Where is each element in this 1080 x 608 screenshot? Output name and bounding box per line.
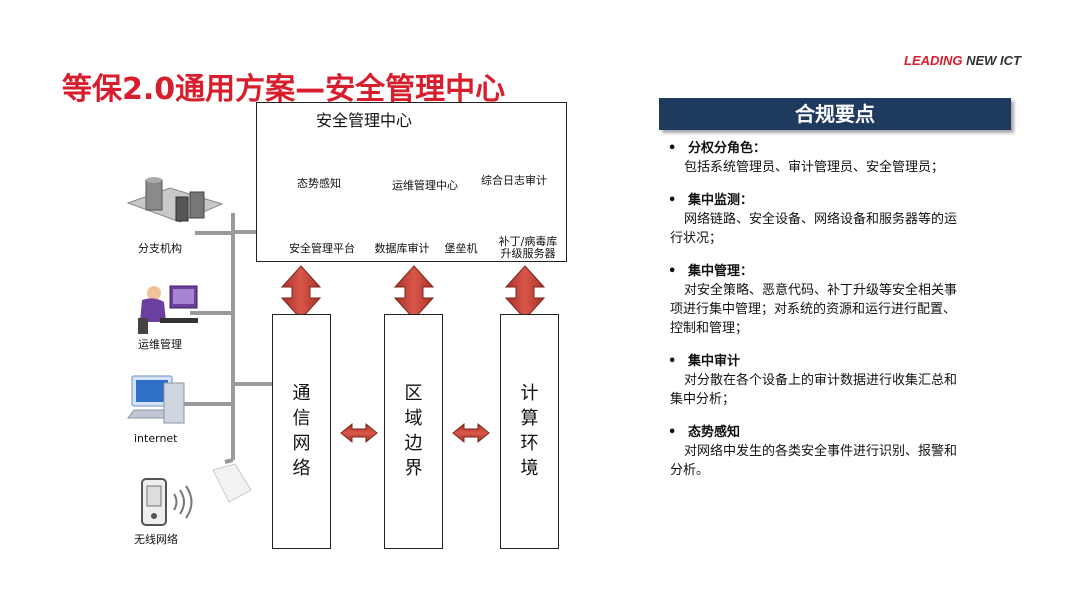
brand-rest: NEW ICT (962, 53, 1021, 68)
requirement-line: 对安全策略、恶意代码、补丁升级等安全相关事 (684, 283, 958, 298)
requirement-item: • 分权分角色： 包括系统管理员、审计管理员、安全管理员； (668, 140, 1008, 177)
node-label-wireless: 无线网络 (134, 533, 178, 546)
bullet: • (668, 354, 677, 369)
horizontal-arrow-2 (452, 422, 490, 444)
bullet: • (668, 264, 677, 279)
icon-label-database-audit: 数据库审计 (374, 242, 430, 255)
vertical-arrow-1 (280, 265, 322, 320)
node-label-branch: 分支机构 (138, 242, 182, 255)
column-computing-environment (500, 314, 559, 549)
column-communication-network-text: 通 信 网 络 (272, 381, 331, 481)
requirement-line: 控制和管理； (670, 321, 749, 336)
vertical-arrow-3 (504, 265, 546, 320)
vertical-arrow-2 (393, 265, 435, 320)
requirement-item: • 集中管理： 对安全策略、恶意代码、补丁升级等安全相关事 项进行集中管理；对系统… (668, 263, 1008, 338)
page-title: 等保2.0通用方案—安全管理中心 (62, 72, 506, 107)
column-area-boundary (384, 314, 443, 549)
node-label-ops: 运维管理 (138, 338, 182, 351)
column-char: 境 (520, 458, 539, 479)
node-label-internet: internet (134, 432, 178, 445)
icon-label-management-platform: 安全管理平台 (289, 242, 355, 255)
requirement-title: 分权分角色： (688, 141, 767, 156)
requirement-line: 包括系统管理员、审计管理员、安全管理员； (684, 160, 945, 175)
requirement-title: 集中审计 (688, 354, 741, 369)
column-communication-network (272, 314, 331, 549)
requirement-item: • 集中审计 对分散在各个设备上的审计数据进行收集汇总和 集中分析； (668, 353, 1008, 409)
security-management-center-box (256, 102, 567, 262)
column-char: 计 (520, 383, 539, 404)
column-computing-environment-text: 计 算 环 境 (500, 381, 559, 481)
column-char: 通 (292, 383, 311, 404)
requirement-line: 对网络中发生的各类安全事件进行识别、报警和 (684, 444, 958, 459)
icon-label-ops-center: 运维管理中心 (392, 179, 458, 192)
requirement-item: • 态势感知 对网络中发生的各类安全事件进行识别、报警和 分析。 (668, 424, 1008, 480)
column-char: 界 (404, 458, 423, 479)
requirement-title: 态势感知 (688, 425, 741, 440)
brand-lead: LEADING (904, 53, 963, 68)
requirements-header: 合规要点 (659, 98, 1011, 130)
requirement-line: 对分散在各个设备上的审计数据进行收集汇总和 (684, 373, 958, 388)
column-char: 络 (292, 458, 311, 479)
network-bus (180, 213, 272, 464)
icon-label-bastion-host: 堡垒机 (444, 242, 478, 255)
internet-computer-icon (127, 375, 185, 424)
column-area-boundary-text: 区 域 边 界 (384, 381, 443, 481)
requirement-title: 集中管理： (688, 264, 754, 279)
column-char: 算 (520, 408, 539, 429)
requirement-line: 行状况； (670, 231, 723, 246)
icon-label-situation-awareness: 态势感知 (297, 177, 341, 190)
operator-workstation-icon (138, 285, 198, 334)
requirement-line: 分析。 (670, 463, 710, 478)
requirement-line: 项进行集中管理；对系统的资源和运行进行配置、 (670, 302, 957, 317)
requirement-line: 集中分析； (670, 392, 736, 407)
wireless-phone-icon (141, 478, 193, 526)
bullet: • (668, 141, 677, 156)
requirement-line: 网络链路、安全设备、网络设备和服务器等的运 (684, 212, 958, 227)
icon-label-log-audit: 综合日志审计 (481, 174, 547, 187)
security-management-center-title: 安全管理中心 (316, 111, 413, 130)
icon-label-patch-server: 补丁/病毒库 升级服务器 (496, 236, 560, 260)
icon-label-patch-server-line2: 升级服务器 (500, 247, 556, 260)
bullet: • (668, 425, 677, 440)
wireless-ap-icon (212, 463, 252, 503)
branch-servers-icon (126, 177, 224, 223)
brand-logo: LEADING NEW ICT (904, 53, 1021, 68)
column-char: 域 (404, 408, 423, 429)
icon-label-patch-server-line1: 补丁/病毒库 (498, 235, 558, 248)
column-char: 信 (292, 408, 311, 429)
column-char: 环 (520, 433, 539, 454)
bullet: • (668, 193, 677, 208)
column-char: 边 (404, 433, 423, 454)
horizontal-arrow-1 (340, 422, 378, 444)
column-char: 网 (292, 433, 311, 454)
requirement-item: • 集中监测： 网络链路、安全设备、网络设备和服务器等的运 行状况； (668, 192, 1008, 248)
column-char: 区 (404, 383, 423, 404)
requirement-title: 集中监测： (688, 193, 754, 208)
